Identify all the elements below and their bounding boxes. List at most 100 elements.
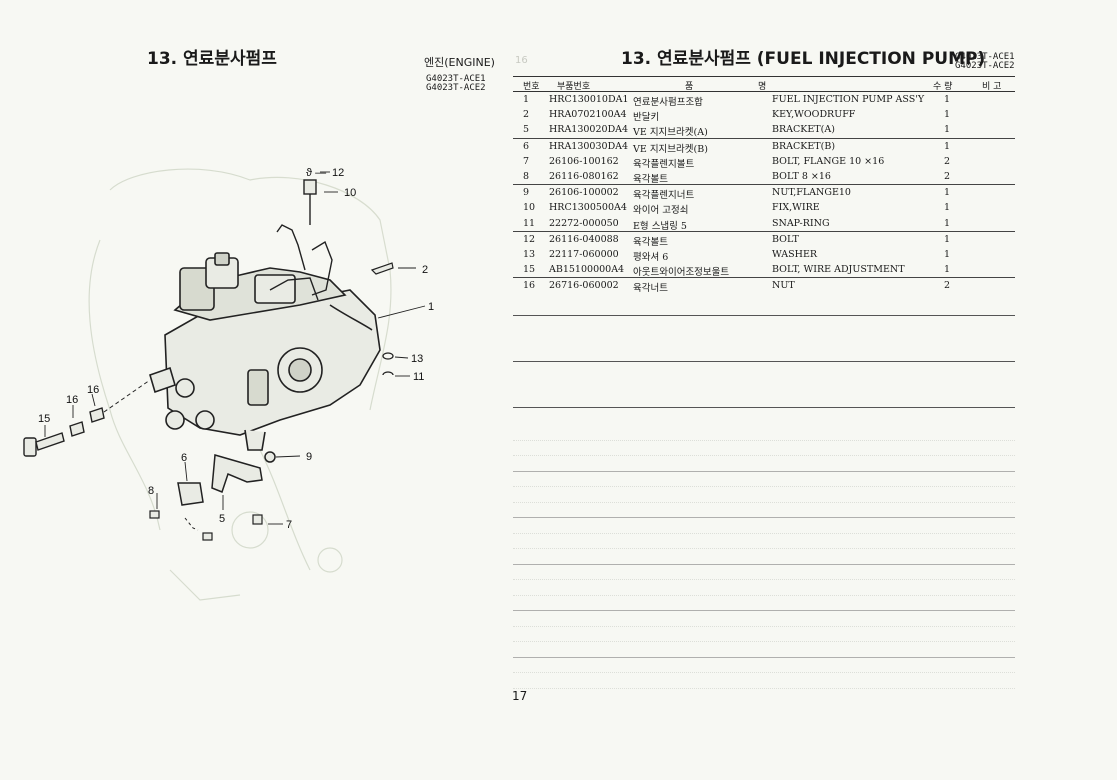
part-number: HRC1300500A4 (549, 202, 627, 214)
part-number: HRA130020DA4 (549, 124, 629, 136)
row-no: 6 (523, 140, 530, 152)
table-header: 번호 부품번호 품 명 수 량 비 고 (513, 76, 1015, 92)
table-row: 5 HRA130020DA4 VE 지지브라켓(A) BRACKET(A) 1 (513, 122, 1015, 139)
left-page-title: 13. 연료분사펌프 (147, 49, 277, 69)
part-number: HRA0702100A4 (549, 109, 627, 121)
part-number: AB15100000A4 (549, 264, 625, 276)
part-name-en: BOLT, FLANGE 10 ×16 (772, 155, 885, 167)
quantity: 1 (944, 264, 951, 276)
part-name-kr: 육각볼트 (633, 236, 668, 248)
row-no: 2 (523, 109, 530, 121)
part-number: 26106-100002 (549, 187, 619, 199)
row-no: 9 (523, 187, 530, 199)
part-name-en: NUT (772, 280, 795, 292)
right-model-codes: G4023T-ACE1 G4023T-ACE2 (955, 53, 1015, 71)
part-number: 26106-100162 (549, 155, 619, 167)
table-row: 7 26106-100162 육각플렌지볼트 BOLT, FLANGE 10 ×16 2 (513, 154, 1015, 170)
part-name-en: FIX,WIRE (772, 202, 820, 214)
table-row: 11 22272-000050 E형 스냅링 5 SNAP-RING 1 (513, 216, 1015, 232)
callout-label: 8 (148, 485, 154, 497)
part-name-kr: 반달키 (633, 112, 660, 124)
table-row: 12 26116-040088 육각볼트 BOLT 1 (513, 232, 1015, 248)
header-remark: 비 고 (982, 82, 1002, 92)
part-name-kr: VE 지지브라켓(B) (633, 143, 708, 155)
callout-label: 2 (422, 264, 428, 276)
part-name-en: SNAP-RING (772, 217, 830, 229)
part-number: 22117-060000 (549, 248, 619, 260)
quantity: 1 (944, 140, 951, 152)
row-no: 1 (523, 94, 530, 105)
part-name-en: BOLT 8 ×16 (772, 170, 831, 182)
blank-rule (513, 407, 1015, 408)
faint-page-mark: 16 (515, 55, 528, 66)
table-row: 6 HRA130030DA4 VE 지지브라켓(B) BRACKET(B) 1 (513, 139, 1015, 155)
quantity: 2 (944, 170, 951, 182)
page-number: 17 (512, 689, 528, 703)
part-name-en: FUEL INJECTION PUMP ASS'Y (772, 94, 925, 105)
quantity: 1 (944, 109, 951, 121)
part-name-kr: 육각너트 (633, 283, 668, 295)
part-number: 22272-000050 (549, 217, 619, 229)
model-code: G4023T-ACE1 (955, 52, 1015, 62)
row-no: 8 (523, 170, 530, 182)
part-name-en: KEY,WOODRUFF (772, 109, 856, 121)
callout-label: 7 (286, 519, 292, 531)
row-no: 5 (523, 124, 530, 136)
quantity: 2 (944, 155, 951, 167)
row-no: 10 (523, 202, 536, 214)
table-row: 2 HRA0702100A4 반달키 KEY,WOODRUFF 1 (513, 107, 1015, 124)
part-name-kr: 육각플렌지볼트 (633, 158, 695, 170)
bleed-through-table (513, 425, 1015, 689)
part-name-kr: E형 스냅링 5 (633, 220, 687, 232)
part-number: 26716-060002 (549, 280, 619, 292)
callout-label: 12 (332, 167, 344, 179)
part-number: HRA130030DA4 (549, 140, 629, 152)
blank-rule (513, 361, 1015, 362)
row-no: 12 (523, 233, 536, 245)
engine-label: 엔진(ENGINE) (424, 56, 495, 69)
row-no: 11 (523, 217, 536, 229)
part-name-en: BOLT (772, 233, 799, 245)
header-part: 품 (685, 82, 694, 92)
header-qty: 수 량 (933, 82, 953, 92)
quantity: 1 (944, 217, 951, 229)
callout-label: ϑ — (306, 167, 326, 179)
quantity: 1 (944, 187, 951, 199)
quantity: 1 (944, 233, 951, 245)
callout-label: 1 (428, 301, 434, 313)
part-name-kr: 육각플렌지너트 (633, 190, 695, 202)
pump-exploded-diagram: ϑ — 12 10 2 1 13 11 16 16 15 6 8 5 7 9 (23, 167, 434, 601)
row-no: 7 (523, 155, 530, 167)
callout-label: 5 (219, 513, 225, 525)
part-name-kr: VE 지지브라켓(A) (633, 127, 708, 139)
callout-label: 11 (413, 371, 424, 383)
quantity: 1 (944, 94, 951, 105)
callout-label: 9 (306, 451, 312, 463)
callout-label: 6 (181, 452, 187, 464)
left-model-codes: G4023T-ACE1 G4023T-ACE2 (426, 75, 486, 93)
header-name: 명 (758, 82, 767, 92)
part-name-kr: 평와셔 6 (633, 251, 669, 263)
part-number: 26116-080162 (549, 170, 619, 182)
quantity: 1 (944, 124, 951, 136)
part-name-en: BOLT, WIRE ADJUSTMENT (772, 264, 905, 276)
header-no: 번호 (523, 82, 540, 92)
model-code: G4023T-ACE2 (426, 83, 486, 93)
quantity: 1 (944, 248, 951, 260)
part-name-en: BRACKET(B) (772, 140, 836, 152)
part-name-en: BRACKET(A) (772, 124, 835, 136)
part-name-kr: 와이어 고정쇠 (633, 205, 689, 217)
part-name-kr: 연료분사펌프조합 (633, 97, 703, 108)
callout-label: 10 (344, 187, 356, 199)
part-number: 26116-040088 (549, 233, 619, 245)
callout-label: 16 (66, 394, 78, 406)
